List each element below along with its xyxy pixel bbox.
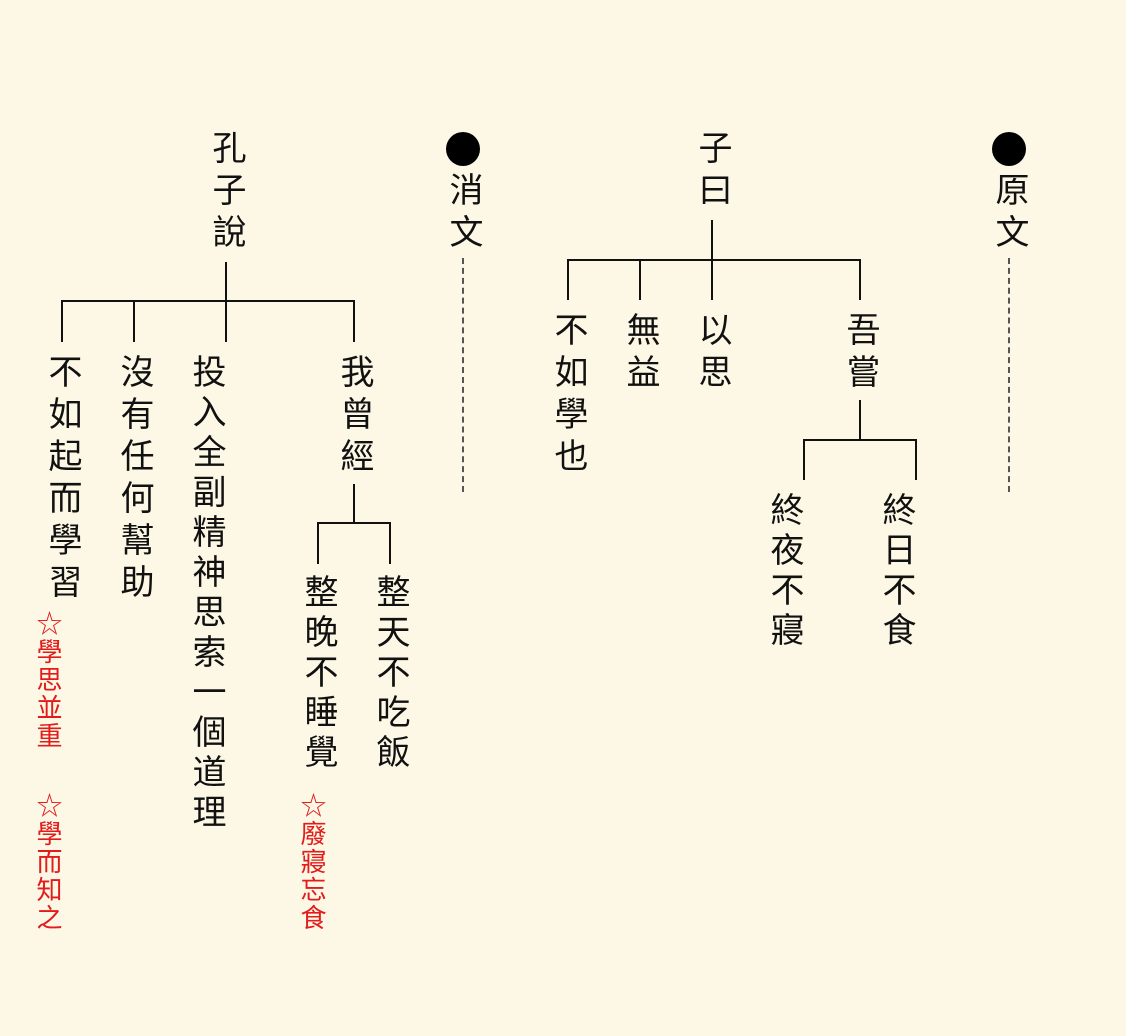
- explanation-sub-branch-all-night: 整晚不睡覺: [298, 574, 338, 774]
- explanation-heading-bullet: [446, 132, 480, 166]
- connector-line: [389, 522, 391, 564]
- explanation-branch-better-to-learn: 不如起而學習: [42, 354, 82, 606]
- explanation-heading: 消文: [443, 172, 483, 256]
- note-forget-sleep-food: ☆廢寢忘食: [296, 792, 326, 932]
- connector-line: [317, 522, 319, 564]
- original-speaker: 子曰: [692, 130, 732, 214]
- connector-line: [859, 259, 861, 300]
- connector-line: [353, 300, 355, 342]
- explanation-branch-no-help: 沒有任何幫助: [114, 354, 154, 606]
- connector-line: [803, 439, 917, 441]
- original-branch-bu-ru-xue-ye: 不如學也: [548, 312, 588, 480]
- explanation-sub-branch-all-day: 整天不吃飯: [370, 574, 410, 774]
- connector-line: [61, 300, 63, 342]
- connector-line: [639, 259, 641, 300]
- note-learn-to-know: ☆學而知之: [32, 792, 62, 932]
- connector-line: [859, 400, 861, 440]
- explanation-branch-wo-ceng-jing: 我曾經: [334, 354, 374, 480]
- connector-line: [317, 522, 391, 524]
- original-heading: 原文: [989, 172, 1029, 256]
- connector-line: [803, 439, 805, 480]
- original-heading-dashed-line: [1008, 258, 1010, 492]
- connector-line: [225, 262, 227, 342]
- connector-line: [133, 300, 135, 342]
- connector-line: [353, 484, 355, 524]
- original-branch-wu-yi: 無益: [620, 312, 660, 396]
- original-branch-wu-chang: 吾嘗: [840, 312, 880, 396]
- original-heading-bullet: [992, 132, 1026, 166]
- explanation-branch-think-hard: 投入全副精神思索一個道理: [186, 354, 226, 834]
- connector-line: [915, 439, 917, 480]
- original-branch-yi-si: 以思: [692, 312, 732, 396]
- connector-line: [567, 259, 569, 300]
- original-sub-branch-all-day: 終日不食: [876, 492, 916, 652]
- explanation-heading-dashed-line: [462, 258, 464, 492]
- explanation-speaker: 孔子說: [206, 130, 246, 256]
- connector-line: [61, 300, 355, 302]
- note-learning-thinking: ☆學思並重: [32, 610, 62, 750]
- original-sub-branch-all-night: 終夜不寢: [764, 492, 804, 652]
- connector-line: [567, 259, 861, 261]
